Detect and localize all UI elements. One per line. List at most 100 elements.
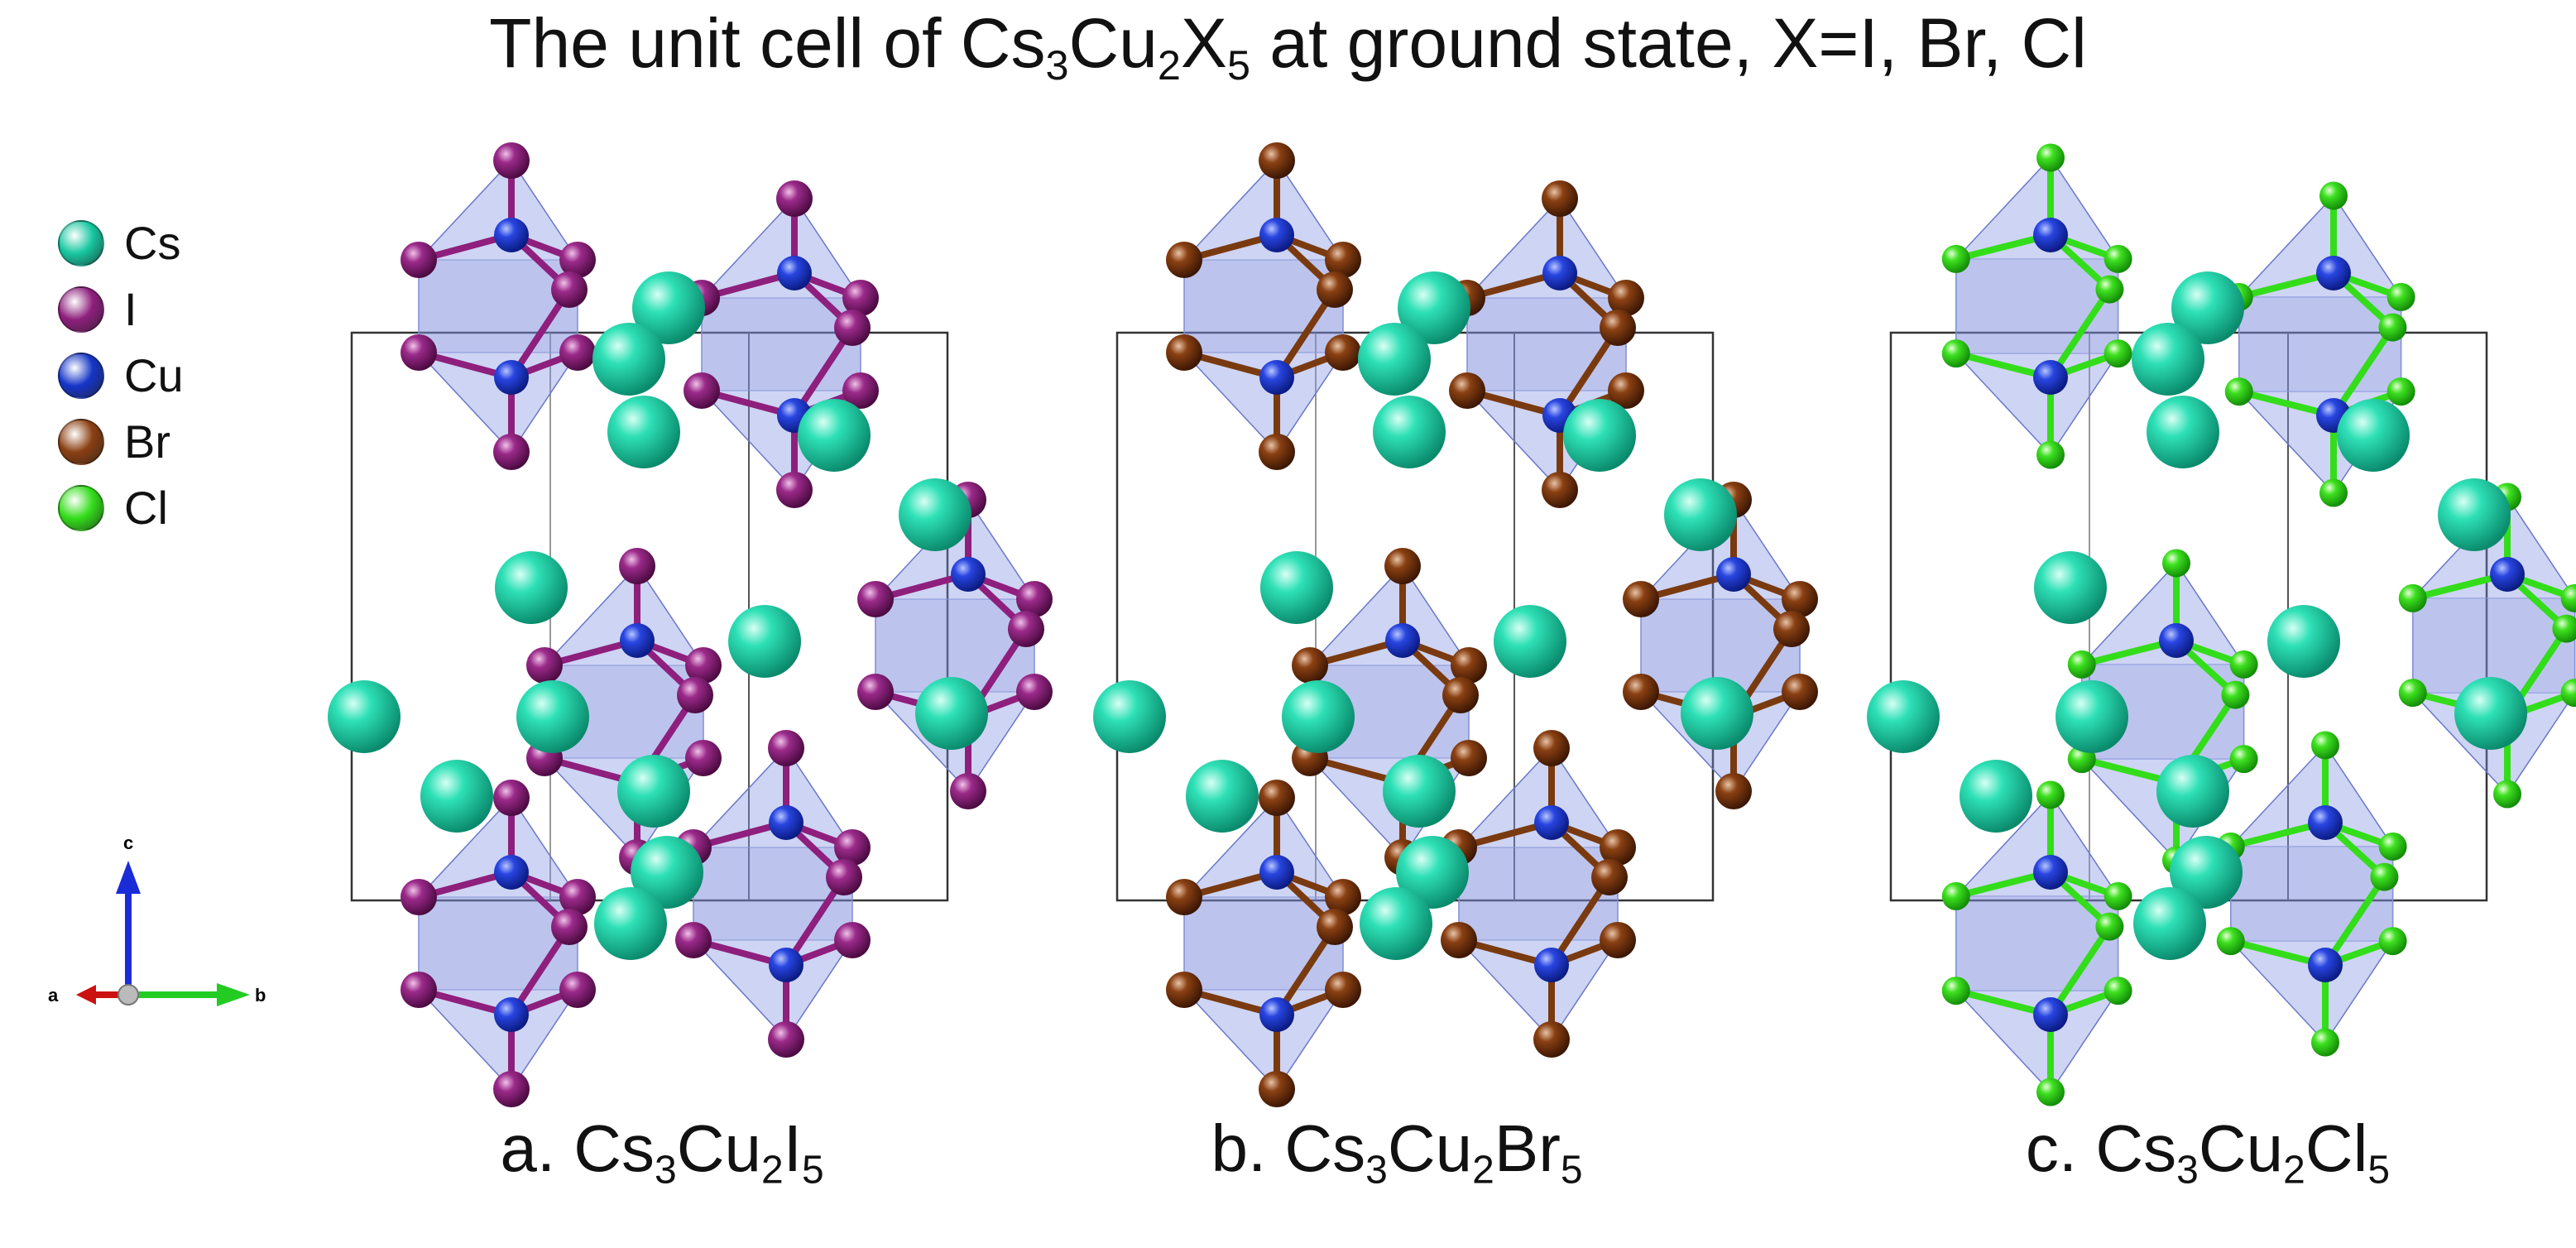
cu-atom xyxy=(2159,623,2194,658)
halide-atom-I xyxy=(768,1021,804,1058)
halide-atom-Cl xyxy=(2560,679,2576,708)
cu-halide-bond xyxy=(2047,286,2113,381)
halide-atom-I xyxy=(559,242,596,278)
halide-atom-I xyxy=(493,142,530,179)
halide-atom-Br xyxy=(1442,677,1479,713)
cs-atom xyxy=(2170,836,2243,909)
caption-a: a. Cs3Cu2I5 xyxy=(500,1111,824,1193)
cs-atom xyxy=(2156,755,2229,828)
halide-atom-Br xyxy=(1259,434,1295,470)
halide-atom-Br xyxy=(1591,859,1628,895)
halide-atom-Cl xyxy=(2036,1078,2065,1106)
halide-atom-Cl xyxy=(1941,881,1970,910)
halide-atom-Cl xyxy=(2319,478,2348,507)
cs-atom xyxy=(2133,887,2206,960)
cs-atom xyxy=(2454,677,2527,750)
c-axis-arrowhead xyxy=(116,861,141,894)
c-axis-label: c xyxy=(123,833,133,853)
cs-atom xyxy=(2171,271,2244,344)
caption-b: b. Cs3Cu2Br5 xyxy=(1211,1111,1583,1193)
halide-atom-Cl xyxy=(2095,912,2124,941)
halide-atom-I xyxy=(619,548,655,584)
halide-atom-Cl xyxy=(2560,583,2576,612)
cs-atom xyxy=(607,396,680,468)
cu-atom xyxy=(1259,218,1294,252)
cs-atom xyxy=(899,478,971,551)
cu-atom xyxy=(777,256,812,290)
cs-atom xyxy=(328,680,401,753)
halide-atom-Br xyxy=(1292,647,1328,684)
halide-atom-Cl xyxy=(2103,339,2132,368)
halide-atom-I xyxy=(551,271,588,308)
halide-atom-Br xyxy=(1608,372,1644,409)
halide-atom-I xyxy=(401,242,437,278)
halide-atom-I xyxy=(1016,674,1053,710)
halide-atom-I xyxy=(493,434,530,470)
halide-atom-Br xyxy=(1600,310,1636,346)
halide-atom-Cl xyxy=(2370,862,2399,891)
halide-atom-Cl xyxy=(2493,780,2521,809)
halide-atom-Br xyxy=(1451,647,1487,684)
cs-atom xyxy=(2438,478,2511,551)
cu-atom xyxy=(2308,948,2343,982)
cu-atom xyxy=(2033,997,2068,1032)
halide-atom-Br xyxy=(1166,334,1202,371)
halide-atom-Cl xyxy=(2067,650,2096,679)
cs-atom xyxy=(1260,551,1333,624)
legend-label: Cs xyxy=(124,217,181,269)
halide-atom-Cl xyxy=(2162,549,2190,578)
cu-atom xyxy=(2033,855,2068,890)
halide-atom-I xyxy=(401,334,437,371)
legend-label: Cl xyxy=(124,482,168,534)
cs-atom xyxy=(1867,680,1940,753)
halide-atom-Cl xyxy=(2103,881,2132,910)
halide-atom-Cl xyxy=(2311,1028,2339,1057)
cu-atom xyxy=(2316,256,2351,290)
halide-atom-Cl xyxy=(2221,680,2250,709)
halide-atom-Cl xyxy=(2552,614,2576,643)
halide-atom-Cl xyxy=(2311,731,2339,760)
halide-atom-Cl xyxy=(1941,339,1970,368)
figure-title: The unit cell of Cs3Cu2X5 at ground stat… xyxy=(489,4,2087,89)
halide-atom-Cl xyxy=(2387,377,2415,406)
cs-atom xyxy=(728,605,801,678)
halide-atom-Br xyxy=(1600,922,1636,958)
halide-atom-Br xyxy=(1533,1021,1570,1058)
halide-atom-I xyxy=(857,674,894,710)
halide-atom-Cl xyxy=(2103,977,2132,1006)
halide-atom-I xyxy=(551,909,588,945)
cs-atom-swatch xyxy=(58,220,104,266)
cu-atom-swatch xyxy=(58,353,104,399)
halide-atom-I xyxy=(677,677,713,713)
cs-atom xyxy=(2132,323,2204,396)
cs-atom xyxy=(617,755,690,828)
cu-halide-bond xyxy=(2047,923,2113,1018)
cs-atom xyxy=(594,887,667,960)
halide-atom-Br xyxy=(1259,1071,1295,1107)
halide-atom-I xyxy=(950,773,986,809)
halide-atom-Cl xyxy=(2387,282,2415,311)
legend-label: I xyxy=(124,283,137,335)
cs-atom xyxy=(1396,836,1469,909)
cu-atom xyxy=(494,997,529,1032)
legend-label: Br xyxy=(124,415,170,468)
halide-atom-Br xyxy=(1166,242,1202,278)
a-axis-label: a xyxy=(48,985,59,1006)
halide-atom-I xyxy=(834,310,871,346)
halide-atom-Br xyxy=(1166,972,1202,1008)
cu-atom xyxy=(494,218,529,252)
halide-atom-I xyxy=(675,922,712,958)
halide-atom-Br xyxy=(1623,581,1659,617)
halide-atom-I xyxy=(559,334,596,371)
halide-atom-I xyxy=(842,280,879,316)
cs-atom xyxy=(1494,605,1566,678)
halide-atom-Cl xyxy=(2103,244,2132,273)
cs-atom xyxy=(420,760,493,833)
cu-atom xyxy=(769,948,804,982)
cl-atom-swatch xyxy=(58,485,104,531)
cu-atom xyxy=(769,805,804,840)
cu-atom xyxy=(1534,805,1569,840)
cs-atom xyxy=(1282,680,1355,753)
structure-panel-c xyxy=(1867,143,2576,1106)
